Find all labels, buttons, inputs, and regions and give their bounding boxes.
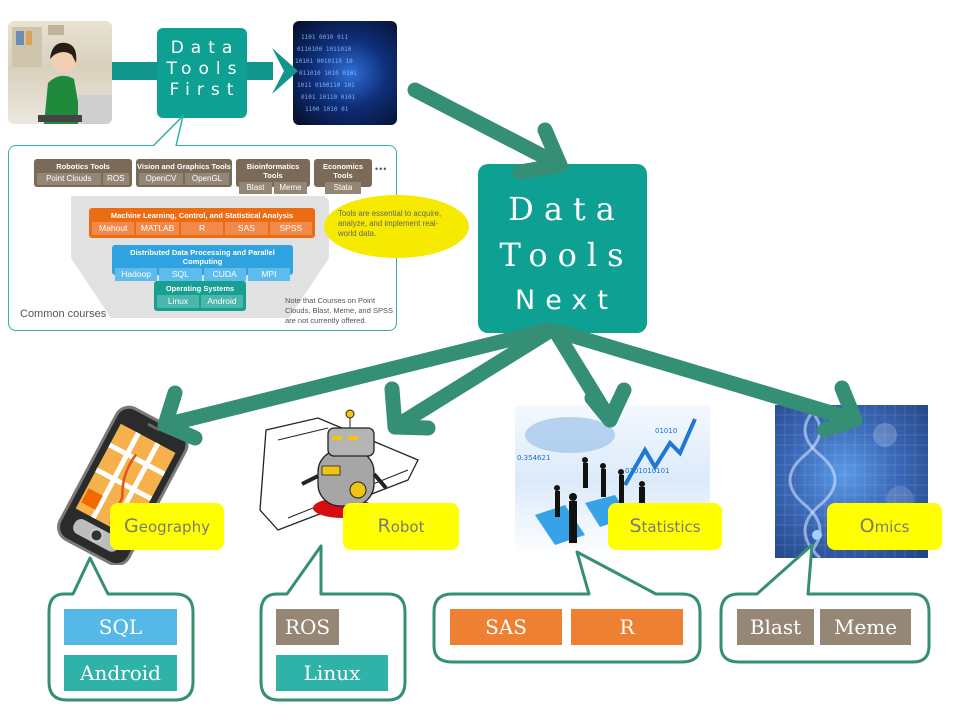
common-courses-title: Common courses — [20, 308, 107, 320]
first-box-pointer — [152, 113, 185, 147]
tool-chip: Point Clouds — [37, 173, 101, 185]
tool-chip: Linux — [157, 295, 199, 308]
tool-chip: Android — [201, 295, 243, 308]
next-box-line3: Next — [515, 285, 618, 316]
category-title: Bioinformatics Tools — [246, 162, 300, 180]
svg-text:1011 0100110 101: 1011 0100110 101 — [297, 82, 355, 89]
layer-distributed-computing: Distributed Data Processing and Parallel… — [112, 245, 293, 281]
category-title: Robotics Tools — [56, 162, 110, 171]
tool-chip: Stata — [325, 182, 361, 194]
tool-chip-sas: SAS — [450, 609, 562, 645]
tool-chip-sql: SQL — [64, 609, 177, 645]
label-initial: G — [124, 515, 139, 537]
category-robotics: Robotics Tools Point Clouds ROS — [34, 159, 132, 187]
svg-text:0101010101: 0101010101 — [625, 467, 670, 475]
category-vision-graphics: Vision and Graphics Tools OpenCV OpenGL — [136, 159, 232, 187]
callout-statistics — [432, 550, 702, 664]
not-offered-note: Note that Courses on Point Clouds, Blast… — [285, 296, 393, 325]
layer-title: Machine Learning, Control, and Statistic… — [110, 211, 294, 220]
flow-arrow-shaft-1 — [112, 62, 158, 80]
tool-chip: OpenCV — [139, 173, 183, 185]
arrow-to-next-shaft — [407, 82, 568, 173]
svg-text:011010 1010 0101: 011010 1010 0101 — [299, 70, 357, 77]
first-box-line2: Tools — [166, 59, 244, 79]
tool-chip: R — [180, 222, 224, 235]
svg-text:0110100 1011010: 0110100 1011010 — [297, 46, 352, 53]
domain-label-geography: Geography — [110, 503, 224, 550]
tool-chip: SAS — [225, 222, 268, 235]
tools-essential-bubble: Tools are essential to acquire, analyze,… — [324, 195, 469, 258]
layer-title: Operating Systems — [165, 284, 235, 293]
category-bioinformatics: Bioinformatics Tools Blast Meme — [236, 159, 310, 194]
student-photo — [8, 21, 112, 124]
tool-chip: Hadoop — [115, 268, 158, 281]
label-initial: R — [377, 515, 391, 537]
label-rest: eography — [138, 518, 210, 536]
tool-chip-linux: Linux — [276, 655, 388, 691]
next-box-line1: Data — [508, 190, 625, 228]
label-initial: S — [629, 515, 642, 537]
next-box-line2: Tools — [499, 236, 634, 274]
tool-chip: ROS — [102, 173, 129, 185]
category-title: Economics Tools — [322, 162, 363, 180]
tool-chip-r: R — [571, 609, 683, 645]
category-economics: Economics Tools Stata — [314, 159, 372, 194]
layer-operating-systems: Operating Systems Linux Android — [154, 281, 246, 311]
tool-chip: SQL — [159, 268, 202, 281]
svg-text:0.354621: 0.354621 — [517, 454, 550, 462]
layer-machine-learning: Machine Learning, Control, and Statistic… — [89, 208, 315, 238]
tool-chip: CUDA — [203, 268, 246, 281]
tool-chip: Mahout — [92, 222, 135, 235]
more-ellipsis: ••• — [375, 164, 388, 174]
label-rest: obot — [390, 518, 425, 536]
data-tools-first-box: Data Tools First — [157, 28, 247, 118]
tool-chip-blast: Blast — [737, 609, 814, 645]
svg-text:1100 1010 01: 1100 1010 01 — [305, 106, 349, 113]
category-title: Vision and Graphics Tools — [137, 162, 231, 171]
tool-chip-android: Android — [64, 655, 177, 691]
tool-chip: OpenGL — [185, 173, 229, 185]
domain-label-omics: Omics — [827, 503, 942, 550]
label-initial: O — [859, 515, 875, 537]
svg-text:0101 10110 0101: 0101 10110 0101 — [301, 94, 356, 101]
first-box-line3: First — [169, 80, 241, 100]
tool-chip: MPI — [247, 268, 290, 281]
tool-chip-ros: ROS — [276, 609, 339, 645]
domain-label-statistics: Statistics — [608, 503, 722, 550]
svg-text:10101 0010110 10: 10101 0010110 10 — [295, 58, 353, 65]
flow-arrow-shaft-2 — [247, 62, 273, 80]
common-courses-panel: Robotics Tools Point Clouds ROS Vision a… — [8, 145, 397, 331]
tool-chip: Meme — [274, 182, 307, 194]
label-rest: tatistics — [641, 518, 701, 536]
data-tools-next-box: Data Tools Next — [478, 164, 647, 333]
tool-chip: MATLAB — [136, 222, 179, 235]
bubble-text: Tools are essential to acquire, analyze,… — [338, 209, 442, 238]
first-box-line1: Data — [170, 38, 240, 58]
tool-chip: Blast — [239, 182, 272, 194]
svg-text:1101 0010 011: 1101 0010 011 — [301, 34, 348, 41]
label-rest: mics — [874, 518, 910, 536]
tool-chip: SPSS — [269, 222, 313, 235]
binary-data-photo: 1101 0010 011 0110100 1011010 10101 00101… — [293, 21, 397, 125]
domain-label-robot: Robot — [343, 503, 459, 550]
tool-chip-meme: Meme — [820, 609, 911, 645]
layer-title: Distributed Data Processing and Parallel… — [130, 248, 275, 266]
svg-text:01010: 01010 — [655, 427, 677, 435]
